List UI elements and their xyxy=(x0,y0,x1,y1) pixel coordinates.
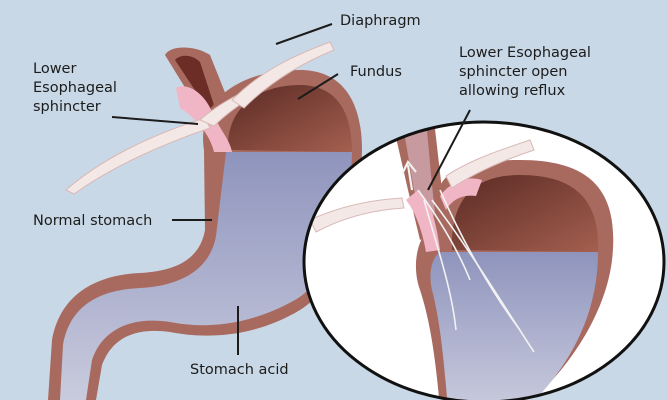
inset-acid xyxy=(430,252,598,400)
main-stomach xyxy=(48,41,362,400)
label-stomach-acid-text: Stomach acid xyxy=(190,362,289,378)
les-leader xyxy=(111,116,199,125)
label-normal-stomach: Normal stomach xyxy=(33,212,152,231)
inset-sphincter-right xyxy=(440,178,482,210)
fundus-interior xyxy=(227,85,352,152)
inset-fundus xyxy=(451,175,599,252)
diaphragm-right xyxy=(231,41,335,109)
reflux-inset xyxy=(302,109,666,400)
label-les-line1: Lower xyxy=(33,61,77,77)
label-les-open: Lower Esophageal sphincter open allowing… xyxy=(459,44,591,101)
label-les-line2: Esophageal xyxy=(33,80,117,96)
stomach-acid-fill xyxy=(60,152,352,400)
label-diaphragm: Diaphragm xyxy=(340,12,421,31)
label-les-open-line3: allowing reflux xyxy=(459,83,566,99)
label-diaphragm-text: Diaphragm xyxy=(340,13,421,29)
diaphragm-leader xyxy=(275,23,333,45)
reflux-flow-lines xyxy=(417,189,535,353)
label-les: Lower Esophageal sphincter xyxy=(33,60,117,117)
les-open-leader xyxy=(427,109,471,191)
inset-diaphragm-left xyxy=(309,197,405,233)
label-stomach-acid: Stomach acid xyxy=(190,361,289,380)
fundus-leader xyxy=(297,73,339,100)
reflux-arrow-icon xyxy=(401,159,417,191)
label-les-open-line2: sphincter open xyxy=(459,64,568,80)
esophagus-lumen xyxy=(175,55,214,110)
diaphragm-left xyxy=(65,117,211,195)
label-fundus: Fundus xyxy=(350,63,402,82)
inset-diaphragm-right xyxy=(445,139,535,189)
leader-lines xyxy=(111,23,339,355)
label-les-open-line1: Lower Esophageal xyxy=(459,45,591,61)
label-normal-stomach-text: Normal stomach xyxy=(33,213,153,229)
inset-sphincter-left xyxy=(406,190,440,252)
inset-border xyxy=(302,120,666,400)
inset-esophagus-lumen xyxy=(402,122,436,226)
label-fundus-text: Fundus xyxy=(350,64,402,80)
label-les-line3: sphincter xyxy=(33,99,101,115)
